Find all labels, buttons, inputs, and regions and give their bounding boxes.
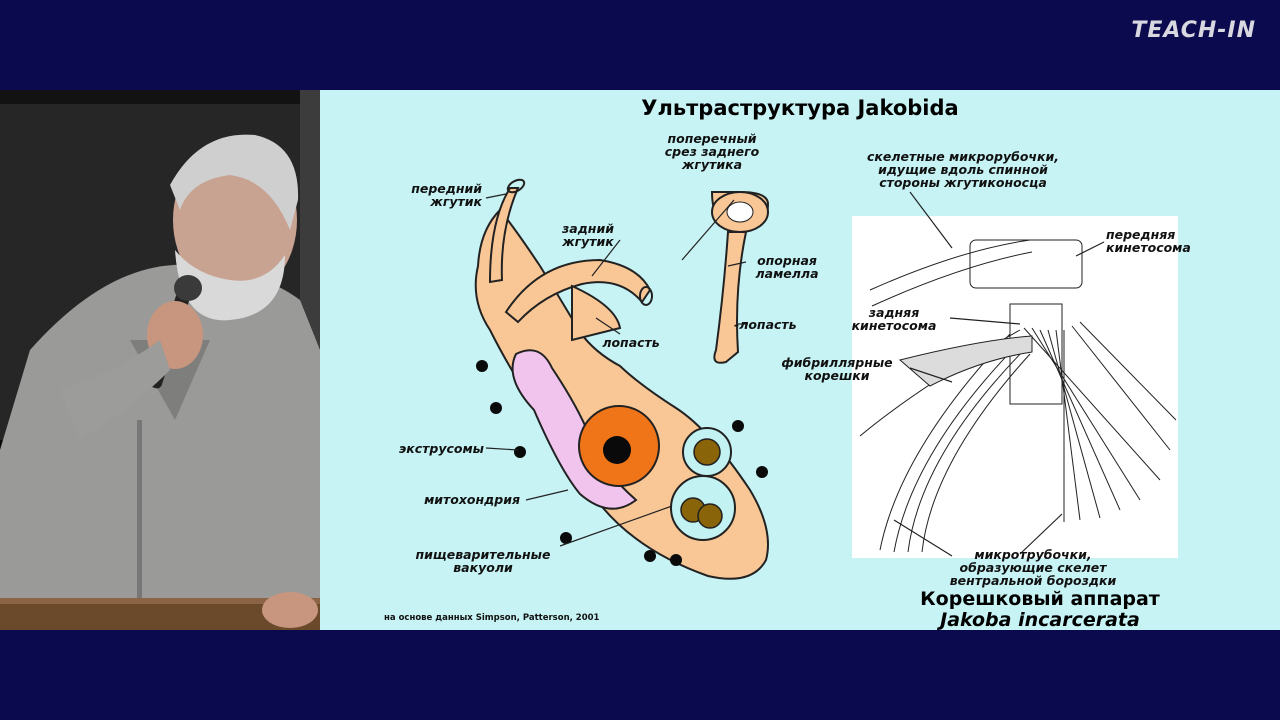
label-anterior-flagellum: передний жгутик	[411, 181, 482, 209]
label-ventral-microtubules: микротрубочки, образующие скелет вентрал…	[949, 547, 1117, 588]
label-posterior-kinetosome: задняя кинетосома	[851, 305, 937, 333]
root-apparatus-drawing	[852, 216, 1178, 558]
leader-lines	[485, 191, 1105, 557]
label-extrusomes: экструсомы	[398, 441, 484, 456]
caption-species-name: Jakoba incarcerata	[940, 609, 1140, 630]
label-vane-left: лопасть	[602, 335, 660, 350]
label-vacuoles: пищеварительные вакуоли	[415, 547, 551, 575]
label-vane-right: -лопасть	[734, 317, 797, 332]
label-fibrillar-roots: фибриллярные корешки	[781, 355, 893, 383]
flagellum-cross-section	[710, 191, 770, 364]
caption-root-apparatus: Корешковый аппарат	[920, 588, 1160, 610]
label-mitochondria: митохондрия	[424, 492, 520, 507]
cell-diagrams	[474, 178, 1178, 580]
slide-title: Ультраструктура Jakobida	[641, 96, 959, 120]
label-anterior-kinetosome: передняя кинетосома	[1106, 227, 1191, 255]
top-band: TEACH-IN	[0, 0, 1280, 90]
label-cross-section: поперечный срез заднего жгутика	[664, 131, 760, 172]
speaker-video	[0, 90, 320, 630]
source-credit: на основе данных Simpson, Patterson, 200…	[384, 613, 600, 623]
jakobid-cell-diagram	[474, 178, 769, 580]
label-skeletal-microtubules: скелетные микрорубочки, идущие вдоль спи…	[867, 149, 1059, 190]
label-posterior-flagellum: задний жгутик	[562, 221, 614, 249]
speaker-image	[0, 90, 320, 630]
lecture-slide: Ультраструктура Jakobida передний жгутик…	[320, 90, 1280, 630]
label-lamella: опорная ламелла	[755, 253, 819, 281]
teach-in-logo: TEACH-IN	[1131, 18, 1256, 43]
bottom-band	[0, 630, 1280, 720]
